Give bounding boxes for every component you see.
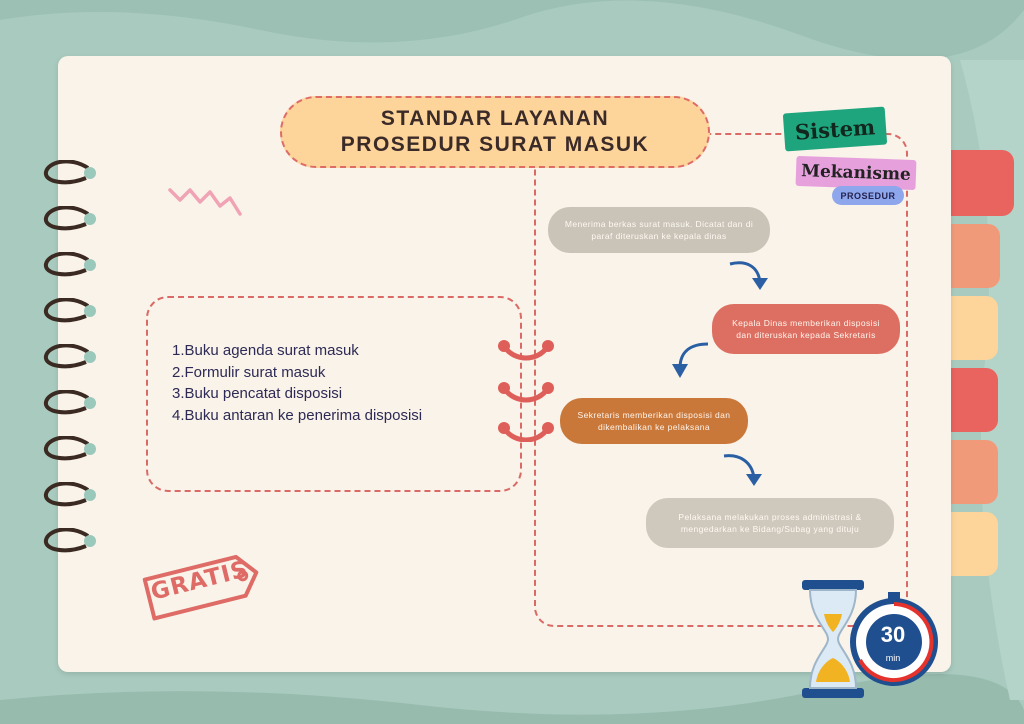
mekanisme-tag: Mekanisme [795, 155, 917, 191]
arrow-down-left-icon [672, 342, 709, 378]
binder-ring [44, 206, 96, 231]
binder-ring [44, 390, 96, 415]
stopwatch-icon [850, 592, 938, 686]
binder-ring [44, 482, 96, 507]
timer-unit: min [885, 653, 901, 663]
tab-yellow [948, 296, 998, 360]
tab-salmon-2 [948, 440, 998, 504]
binder-ring [44, 298, 96, 323]
binder-ring [44, 252, 96, 277]
binder-ring [44, 436, 96, 461]
arrow-down-right-icon [729, 261, 768, 290]
tab-red-2 [948, 368, 998, 432]
tab-salmon [948, 224, 1000, 288]
requirements-box [146, 296, 522, 492]
step-1-text: Menerima berkas surat masuk. Dicatat dan… [564, 219, 754, 241]
connector-rings [498, 340, 554, 442]
arrow-down-right-icon [723, 454, 762, 486]
binder-ring [44, 528, 96, 553]
binder-ring [44, 160, 96, 185]
step-2-text: Kepala Dinas memberikan disposisi dan di… [732, 318, 880, 340]
page-title: STANDAR LAYANAN PROSEDUR SURAT MASUK [280, 96, 710, 168]
tab-red [948, 150, 1014, 216]
zigzag-decoration [168, 188, 242, 216]
title-line-1: STANDAR LAYANAN [380, 107, 610, 130]
list-item: 4.Buku antaran ke penerima disposisi [172, 406, 423, 424]
step-3-text: Sekretaris memberikan disposisi dan dike… [577, 410, 731, 432]
sistem-tag: Sistem [782, 106, 888, 152]
title-line-2: PROSEDUR SURAT MASUK [340, 133, 650, 156]
gratis-stamp [142, 554, 259, 621]
hourglass-icon [802, 580, 864, 698]
step-4: Pelaksana melakukan proses administrasi … [646, 498, 894, 548]
binder-ring [44, 344, 96, 369]
prosedur-tag: PROSEDUR [832, 186, 904, 205]
procedure-frame [534, 133, 908, 627]
requirements-list: 1.Buku agenda surat masuk 2.Formulir sur… [172, 340, 422, 426]
step-2: Kepala Dinas memberikan disposisi dan di… [712, 304, 900, 354]
list-item: 2.Formulir surat masuk [172, 363, 326, 381]
list-item: 1.Buku agenda surat masuk [172, 342, 359, 359]
step-4-text: Pelaksana melakukan proses administrasi … [678, 512, 862, 534]
step-1: Menerima berkas surat masuk. Dicatat dan… [548, 207, 770, 253]
tab-yellow-2 [948, 512, 998, 576]
step-3: Sekretaris memberikan disposisi dan dike… [560, 398, 748, 444]
list-item: 3.Buku pencatat disposisi [172, 385, 343, 402]
timer-value: 30 [880, 622, 906, 647]
